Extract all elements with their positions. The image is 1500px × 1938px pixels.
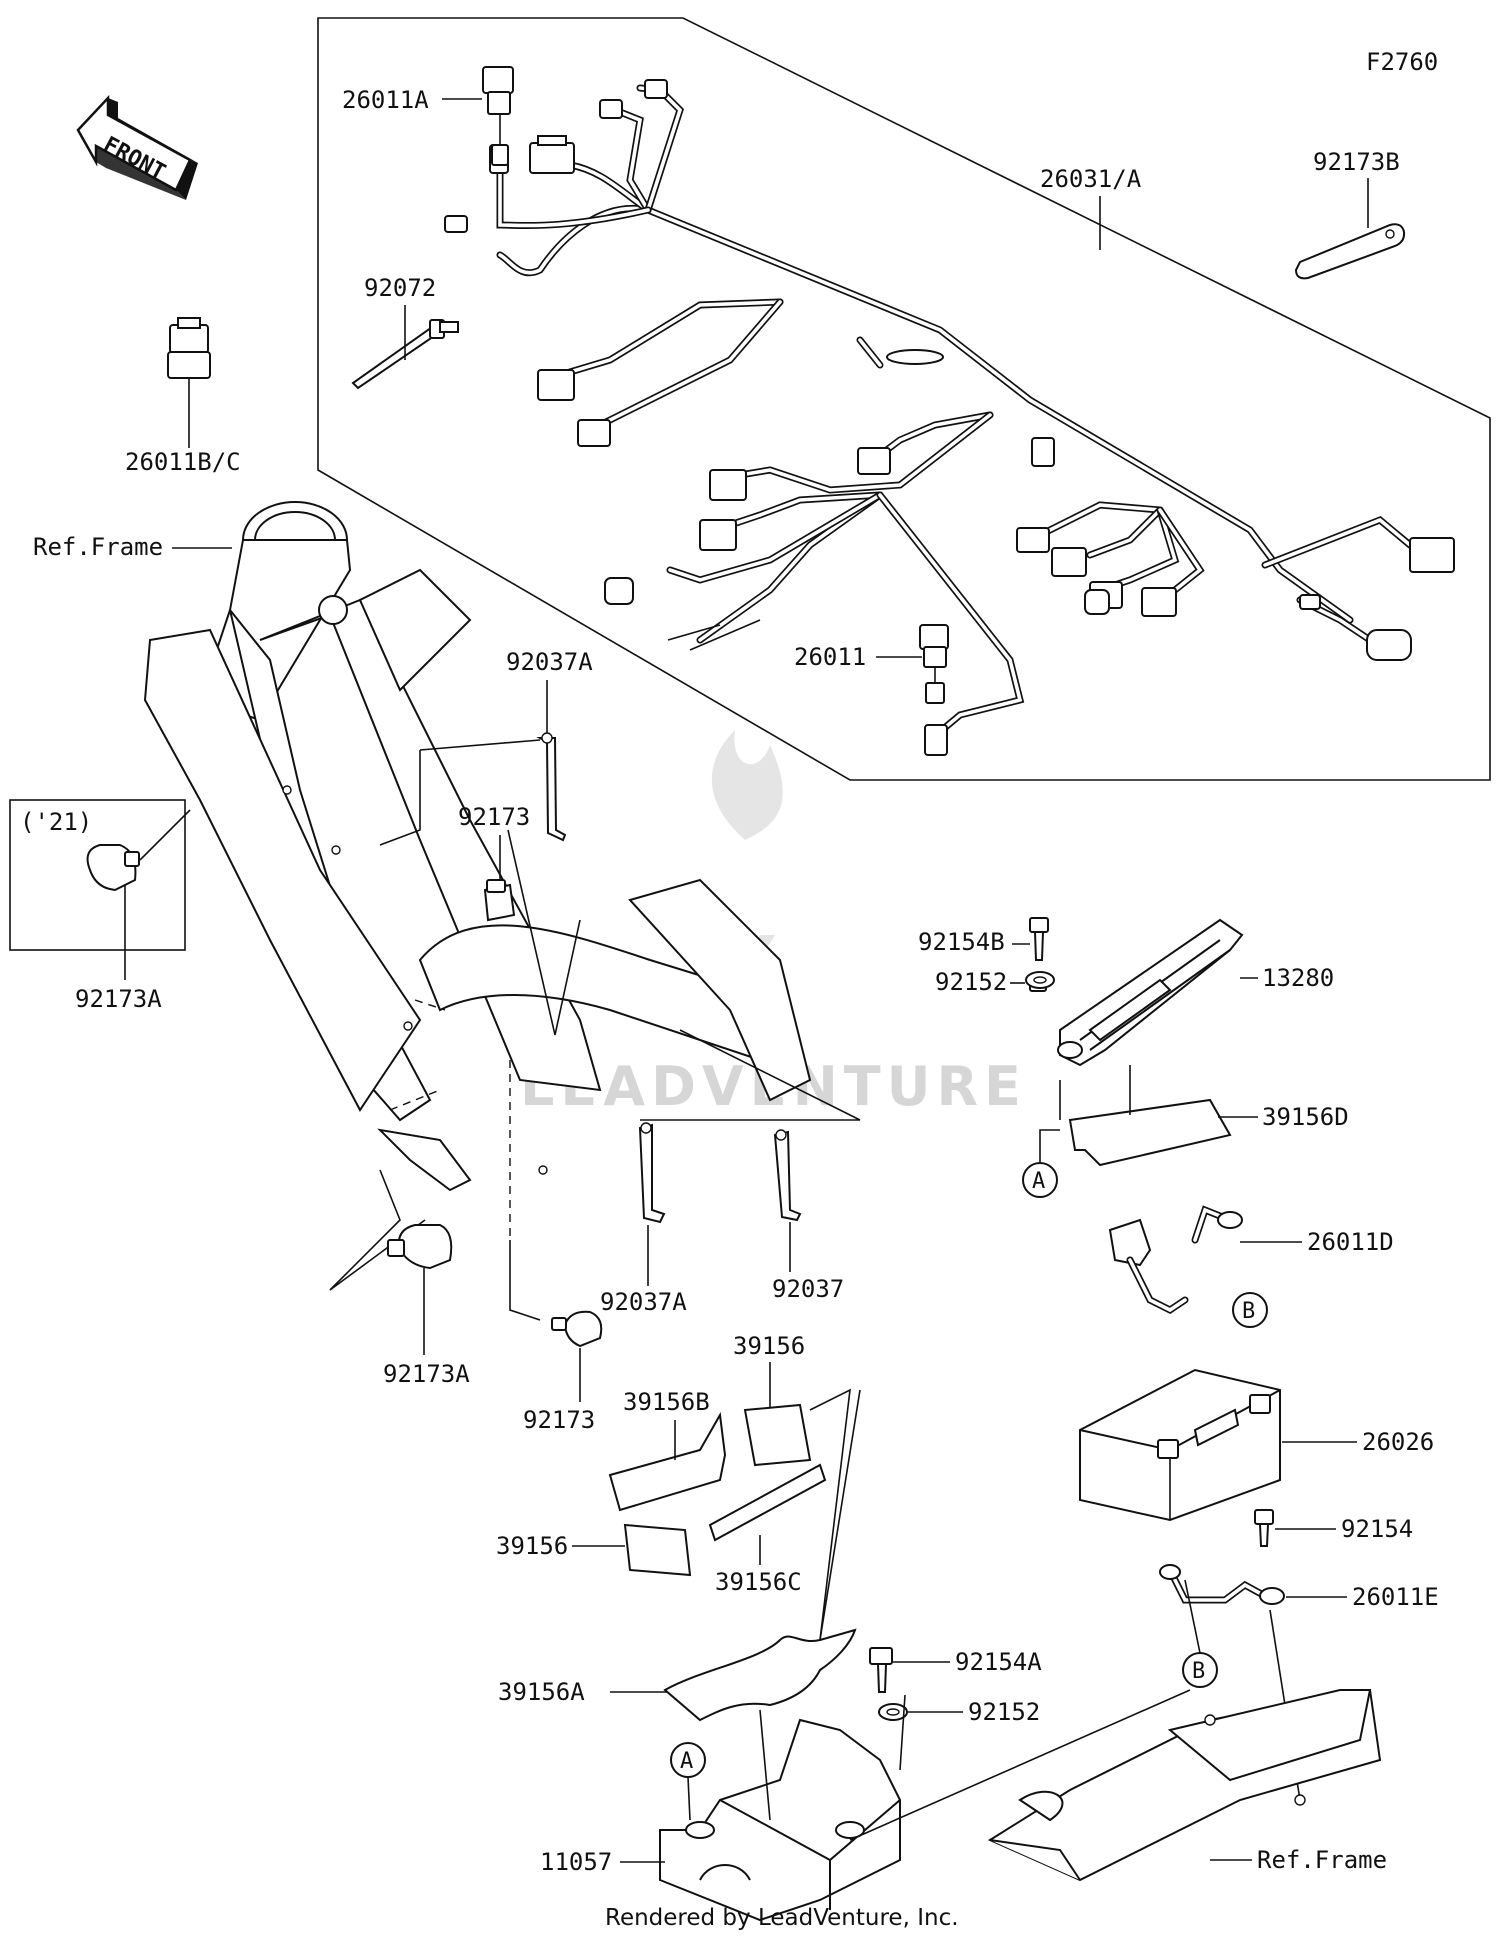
pad-39156C [708,1463,827,1542]
guide-line-4 [640,1029,861,1121]
callout-a-bottom-label: A [680,1749,693,1774]
label-26011E: 26011E [1352,1583,1439,1611]
relay-26011 [919,624,949,704]
callout-a-top-label: A [1032,1169,1045,1194]
label-13280: 13280 [1262,964,1334,992]
variant-box: ('21) [9,799,186,951]
label-92173B: 92173B [1313,148,1400,176]
relay-26011A [482,66,514,166]
label-92173A-bottom: 92173A [383,1360,470,1388]
clamp-92173A-bottom [387,1224,453,1270]
callout-b-bottom-label: B [1192,1659,1205,1684]
clip-92173-bottom [551,1310,603,1348]
label-39156-left: 39156 [496,1532,568,1560]
label-92037A-top: 92037A [506,648,593,676]
label-92072: 92072 [364,274,436,302]
guide-line-13 [819,1389,861,1641]
frame-reference [143,501,812,1192]
label-39156A: 39156A [498,1678,585,1706]
guide-line-3 [507,829,581,1036]
callout-b-bottom: B [1182,1652,1218,1688]
label-92154B: 92154B [918,928,1005,956]
guide-line-14 [759,1709,771,1821]
label-11057: 11057 [540,1848,612,1876]
cable-26011D [1108,1205,1243,1315]
guide-line-2 [379,750,421,846]
guide-dashed-1 [414,999,446,1011]
label-ref-frame-top: Ref.Frame [33,533,163,561]
label-26026: 26026 [1362,1428,1434,1456]
clip-92173-top [483,879,516,922]
guide-line-12 [809,1388,851,1641]
label-92173-top: 92173 [458,803,530,831]
pad-39156-left [623,1523,692,1577]
harness-kit-outline [317,17,1491,781]
label-39156B: 39156B [623,1388,710,1416]
pad-39156D [1068,1098,1232,1167]
bolt-92154A [869,1647,893,1693]
bracket-11057 [659,1718,901,1922]
label-92037: 92037 [772,1275,844,1303]
guide-line-10 [1184,1579,1201,1654]
guide-dashed-2 [389,1089,441,1111]
relay-26011BC [167,317,211,390]
label-26011A: 26011A [342,86,429,114]
guide-line-15 [899,1694,906,1771]
label-39156-top: 39156 [733,1332,805,1360]
label-26031A: 26031/A [1040,165,1142,193]
guide-line-1 [419,739,541,751]
frame-reference-bottom [987,1688,1382,1882]
callout-a-top: A [1022,1162,1058,1198]
label-ref-frame-bottom: Ref.Frame [1257,1846,1387,1874]
pad-39156-top [743,1403,812,1467]
label-92154A: 92154A [955,1648,1042,1676]
guide-line-16 [849,1689,1191,1841]
bolt-92154 [1254,1509,1274,1547]
callout-b-top: B [1232,1292,1268,1328]
label-26011D: 26011D [1307,1228,1394,1256]
washer-92152-top [1025,971,1055,989]
label-92173A-box: 92173A [75,985,162,1013]
harness-connectors [444,79,1455,756]
bolt-92154B [1029,917,1049,961]
label-26011: 26011 [794,643,866,671]
front-arrow-icon: FRONT [76,94,198,200]
footer-credit: Rendered by LeadVenture, Inc. [605,1905,959,1931]
label-92152-bottom: 92152 [968,1698,1040,1726]
diagram-code: F2760 [1366,48,1438,76]
label-39156C: 39156C [715,1568,802,1596]
stay-92037 [773,1129,802,1222]
battery-case-13280 [1029,918,1244,1067]
pad-39156B [608,1411,727,1512]
callout-a-bottom-leader [687,1776,691,1821]
label-92173-bottom: 92173 [523,1406,595,1434]
labels: 26011A 26031/A 92173B 92072 26011B/C Ref… [33,86,1439,1876]
wiring-harness [496,84,1414,744]
label-92037A-bottom: 92037A [600,1288,687,1316]
stay-92037A-bottom [638,1122,666,1224]
guide-line-5 [509,1240,541,1321]
callout-b-top-label: B [1242,1299,1255,1324]
label-26011BC: 26011B/C [125,448,241,476]
band-92072 [351,319,459,390]
label-92154: 92154 [1341,1515,1413,1543]
label-39156D: 39156D [1262,1103,1349,1131]
callout-a-bottom: A [670,1742,706,1778]
variant-label: ('21) [20,808,92,836]
washer-92152-bottom [878,1703,908,1721]
clamp-92173B [1294,223,1406,280]
cable-26011E [1159,1564,1285,1605]
stay-92037A-top [536,732,567,842]
label-92152-top: 92152 [935,968,1007,996]
callout-a-top-leader [1039,1129,1060,1163]
battery-26026 [1079,1368,1281,1522]
pad-39156A [663,1628,857,1722]
guide-line-6 [329,1169,401,1291]
